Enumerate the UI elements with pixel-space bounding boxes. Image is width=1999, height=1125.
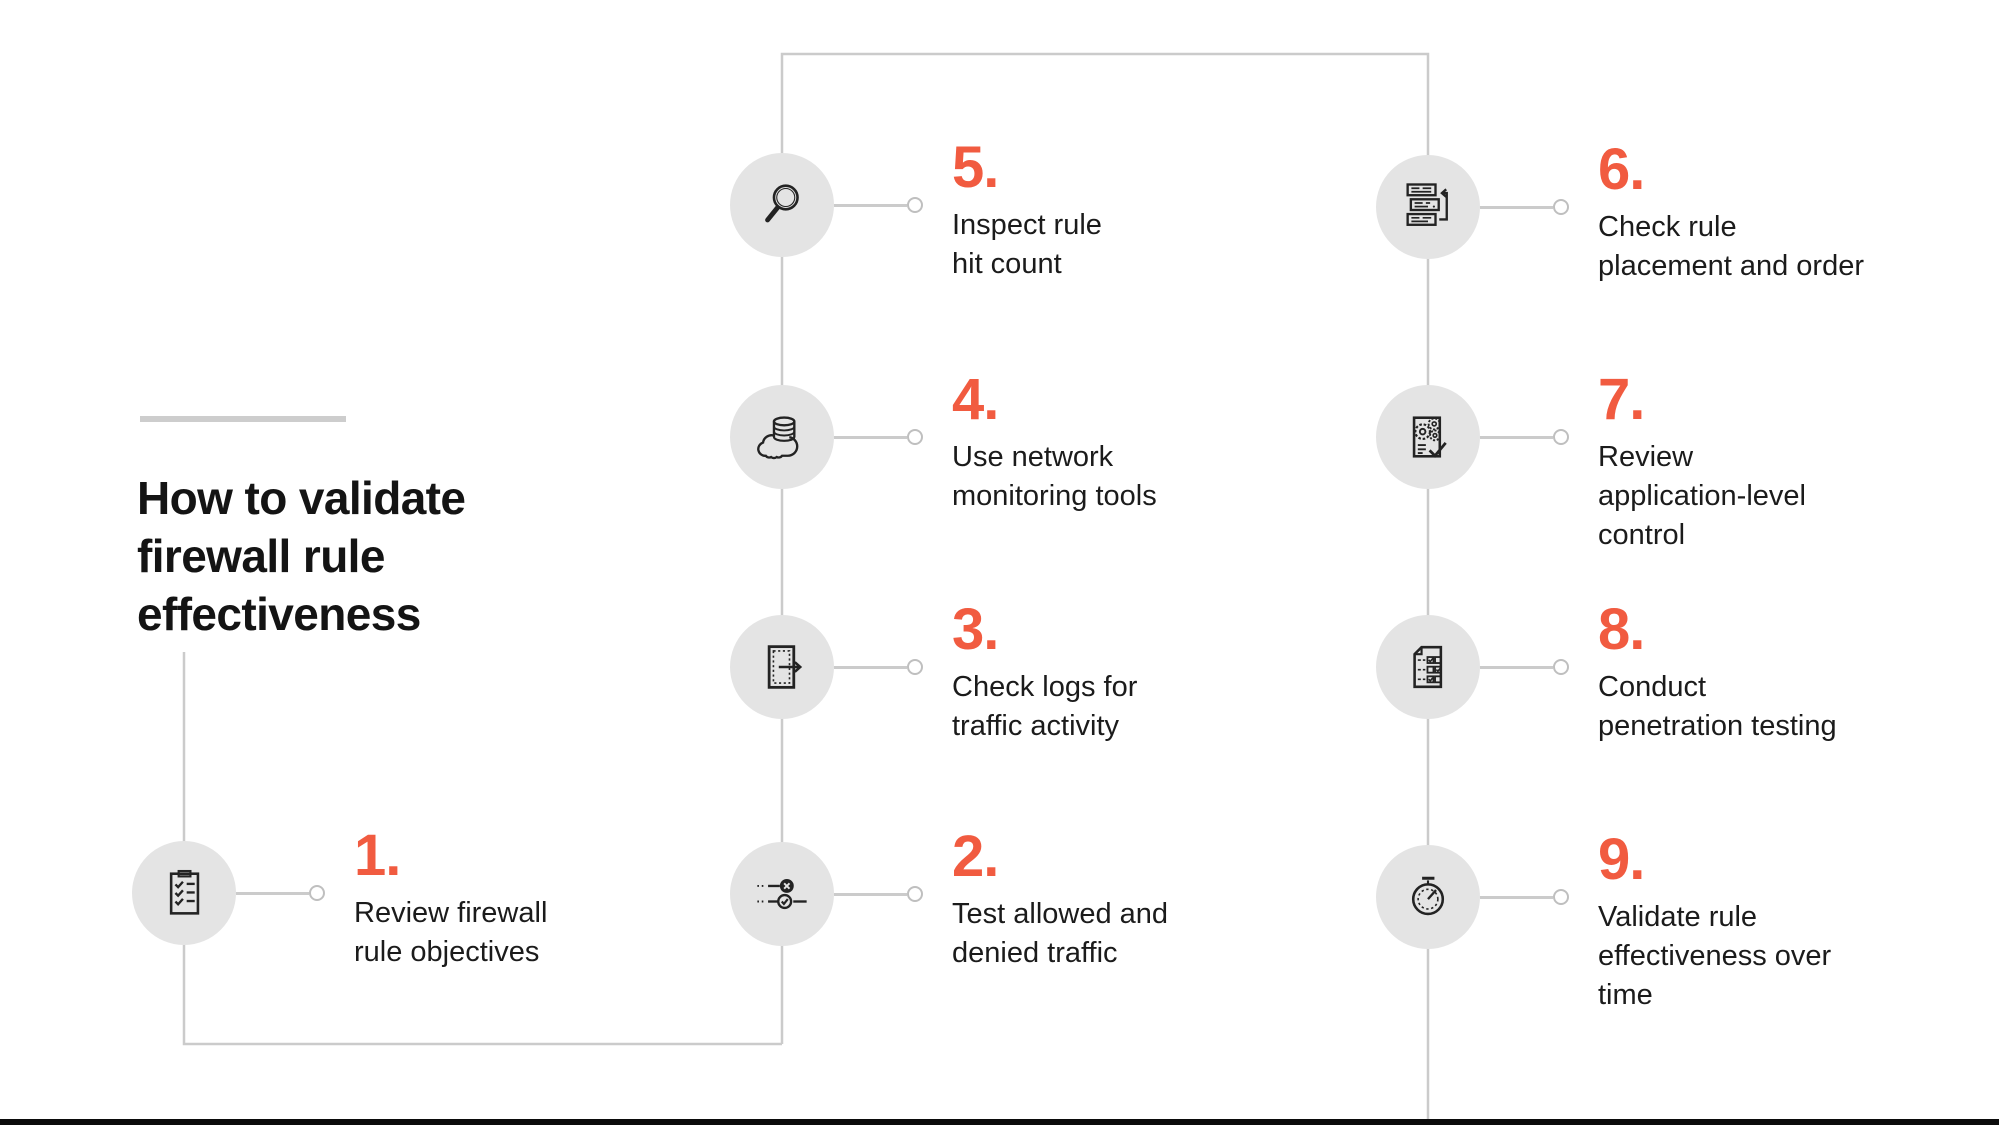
step-5-circle: [730, 153, 834, 257]
bottom-border-bar: [0, 1119, 1999, 1125]
step-8-circle: [1376, 615, 1480, 719]
step-5-number: 5.: [952, 135, 999, 200]
cloud-database-icon: [757, 416, 799, 460]
step-3-connector-stub: [834, 666, 907, 669]
step-2-connector-ring: [907, 886, 923, 902]
step-3-number: 3.: [952, 597, 999, 662]
step-4-connector-ring: [907, 429, 923, 445]
step-5-connector-stub: [834, 204, 907, 207]
step-6: 6. Check rule placement and order: [1376, 141, 1996, 282]
log-export-icon: [767, 645, 803, 689]
step-6-text: Check rule placement and order: [1598, 211, 1864, 282]
step-9-connector-stub: [1480, 896, 1553, 899]
step-1-text: Review firewall rule objectives: [354, 897, 548, 968]
step-1-number: 1.: [354, 823, 401, 888]
step-1-connector-stub: [236, 892, 309, 895]
step-4-circle: [730, 385, 834, 489]
step-7-text: Review application-level control: [1598, 441, 1806, 551]
step-4-text: Use network monitoring tools: [952, 441, 1157, 512]
step-3-text: Check logs for traffic activity: [952, 671, 1138, 742]
page-title: How to validate firewall rule effectiven…: [137, 471, 466, 640]
step-2-number: 2.: [952, 824, 999, 889]
magnifier-icon: [765, 184, 799, 223]
application-control-icon: [1412, 416, 1447, 458]
step-5-text: Inspect rule hit count: [952, 209, 1102, 280]
step-1: 1. Review firewall rule objectives: [132, 827, 752, 968]
step-6-connector-stub: [1480, 206, 1553, 209]
step-3-connector-ring: [907, 659, 923, 675]
step-4-number: 4.: [952, 367, 999, 432]
step-7-circle: [1376, 385, 1480, 489]
step-7-connector-stub: [1480, 436, 1553, 439]
step-8-connector-ring: [1553, 659, 1569, 675]
step-8-text: Conduct penetration testing: [1598, 671, 1837, 742]
step-2-connector-stub: [834, 893, 907, 896]
step-6-connector-ring: [1553, 199, 1569, 215]
step-2-text: Test allowed and denied traffic: [952, 898, 1169, 969]
step-3: 3. Check logs for traffic activity: [730, 601, 1350, 742]
step-9-number: 9.: [1598, 827, 1645, 892]
step-5: 5. Inspect rule hit count: [730, 139, 1350, 280]
stopwatch-icon: [1411, 876, 1445, 916]
step-3-circle: [730, 615, 834, 719]
step-1-connector-ring: [309, 885, 325, 901]
clipboard-checklist-icon: [169, 869, 200, 915]
step-7-number: 7.: [1598, 367, 1645, 432]
step-2: 2. Test allowed and denied traffic: [730, 828, 1350, 969]
step-9-text: Validate rule effectiveness over time: [1598, 901, 1832, 1011]
step-8: 8. Conduct penetration testing: [1376, 601, 1996, 742]
title-accent-line: [140, 416, 346, 422]
step-5-connector-ring: [907, 197, 923, 213]
step-9-connector-ring: [1553, 889, 1569, 905]
traffic-allow-deny-icon: [757, 879, 807, 910]
rule-order-icon: [1406, 183, 1448, 226]
step-9: 9. Validate rule effectiveness over time: [1376, 831, 1996, 1011]
step-7: 7. Review application-level control: [1376, 371, 1996, 551]
penetration-test-icon: [1413, 645, 1443, 689]
step-1-circle: [132, 841, 236, 945]
step-2-circle: [730, 842, 834, 946]
step-4: 4. Use network monitoring tools: [730, 371, 1350, 512]
step-6-number: 6.: [1598, 137, 1645, 202]
step-9-circle: [1376, 845, 1480, 949]
step-8-connector-stub: [1480, 666, 1553, 669]
step-8-number: 8.: [1598, 597, 1645, 662]
step-6-circle: [1376, 155, 1480, 259]
step-4-connector-stub: [834, 436, 907, 439]
step-7-connector-ring: [1553, 429, 1569, 445]
